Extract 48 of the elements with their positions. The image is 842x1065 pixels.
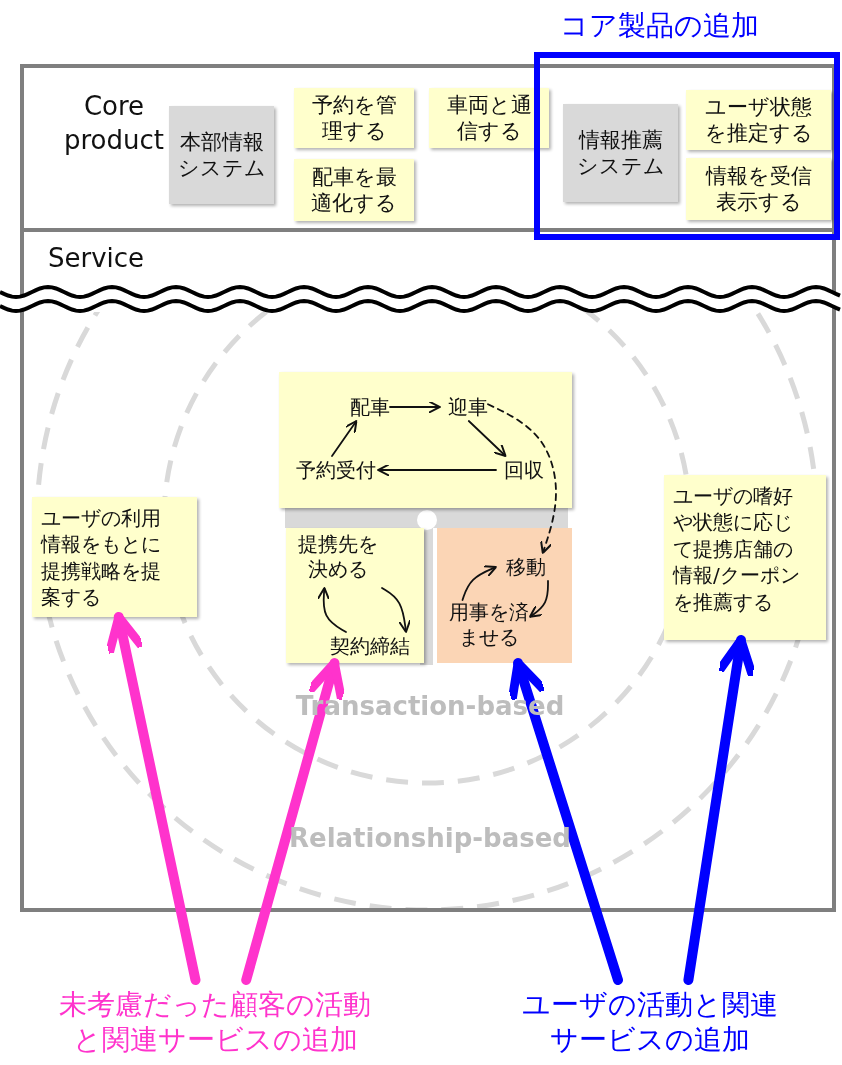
system-box [563, 104, 678, 202]
note-text: 情報を受信表示する [704, 162, 813, 216]
sticky-note [294, 159, 414, 221]
step-label: 予約受付 [296, 457, 376, 483]
step-label: 配車 [350, 394, 390, 420]
annotation-text: ユーザの活動と関連サービスの追加 [521, 987, 779, 1057]
step-label: 移動 [506, 554, 546, 580]
step-label: 用事を済ませる [448, 600, 530, 650]
sticky-note [429, 88, 549, 148]
zone-label: Relationship-based [288, 822, 572, 855]
system-box [169, 106, 274, 204]
sticky-note [686, 158, 831, 220]
sticky-note [32, 497, 197, 617]
sticky-note [294, 88, 414, 148]
highlight-note [437, 528, 572, 663]
note-text: 本部情報システム [176, 128, 267, 182]
note-text: ユーザ状態を推定する [703, 93, 814, 147]
arrow [487, 403, 557, 554]
note-text: ユーザの嗜好や状態に応じて提携店舗の情報/クーポンを推薦する [673, 483, 801, 615]
thick-arrow [241, 658, 347, 985]
note-text: ユーザの利用情報をもとに提携戦略を提案する [41, 505, 162, 611]
step-label: 提携先を決める [297, 532, 379, 582]
step-label: 契約締結 [330, 633, 410, 659]
arrow [389, 400, 441, 414]
arrow [461, 565, 497, 601]
annotation-text: 未考慮だった顧客の活動と関連サービスの追加 [58, 987, 372, 1057]
sticky-note [664, 475, 826, 640]
thick-arrow [683, 635, 757, 985]
sticky-note [686, 90, 831, 150]
sticky-note [286, 528, 424, 663]
arrow [467, 420, 507, 457]
arrow [317, 587, 347, 633]
thick-arrow [104, 612, 201, 985]
note-text: 配車を最適化する [310, 163, 398, 217]
note-text: 情報推薦システム [575, 126, 666, 180]
frame-heading: コア製品の追加 [560, 8, 760, 44]
section-heading: Service [48, 242, 146, 275]
section-heading: Core product [63, 90, 165, 157]
arrow [529, 580, 549, 618]
arrow [381, 587, 412, 633]
step-label: 回収 [504, 457, 544, 483]
thick-arrow [507, 658, 623, 985]
arrow [377, 463, 497, 477]
arrow [331, 420, 358, 457]
note-text: 車両と通信する [445, 91, 533, 145]
step-label: 迎車 [448, 394, 488, 420]
note-text: 予約を管理する [310, 91, 398, 145]
sticky-note [279, 372, 572, 508]
